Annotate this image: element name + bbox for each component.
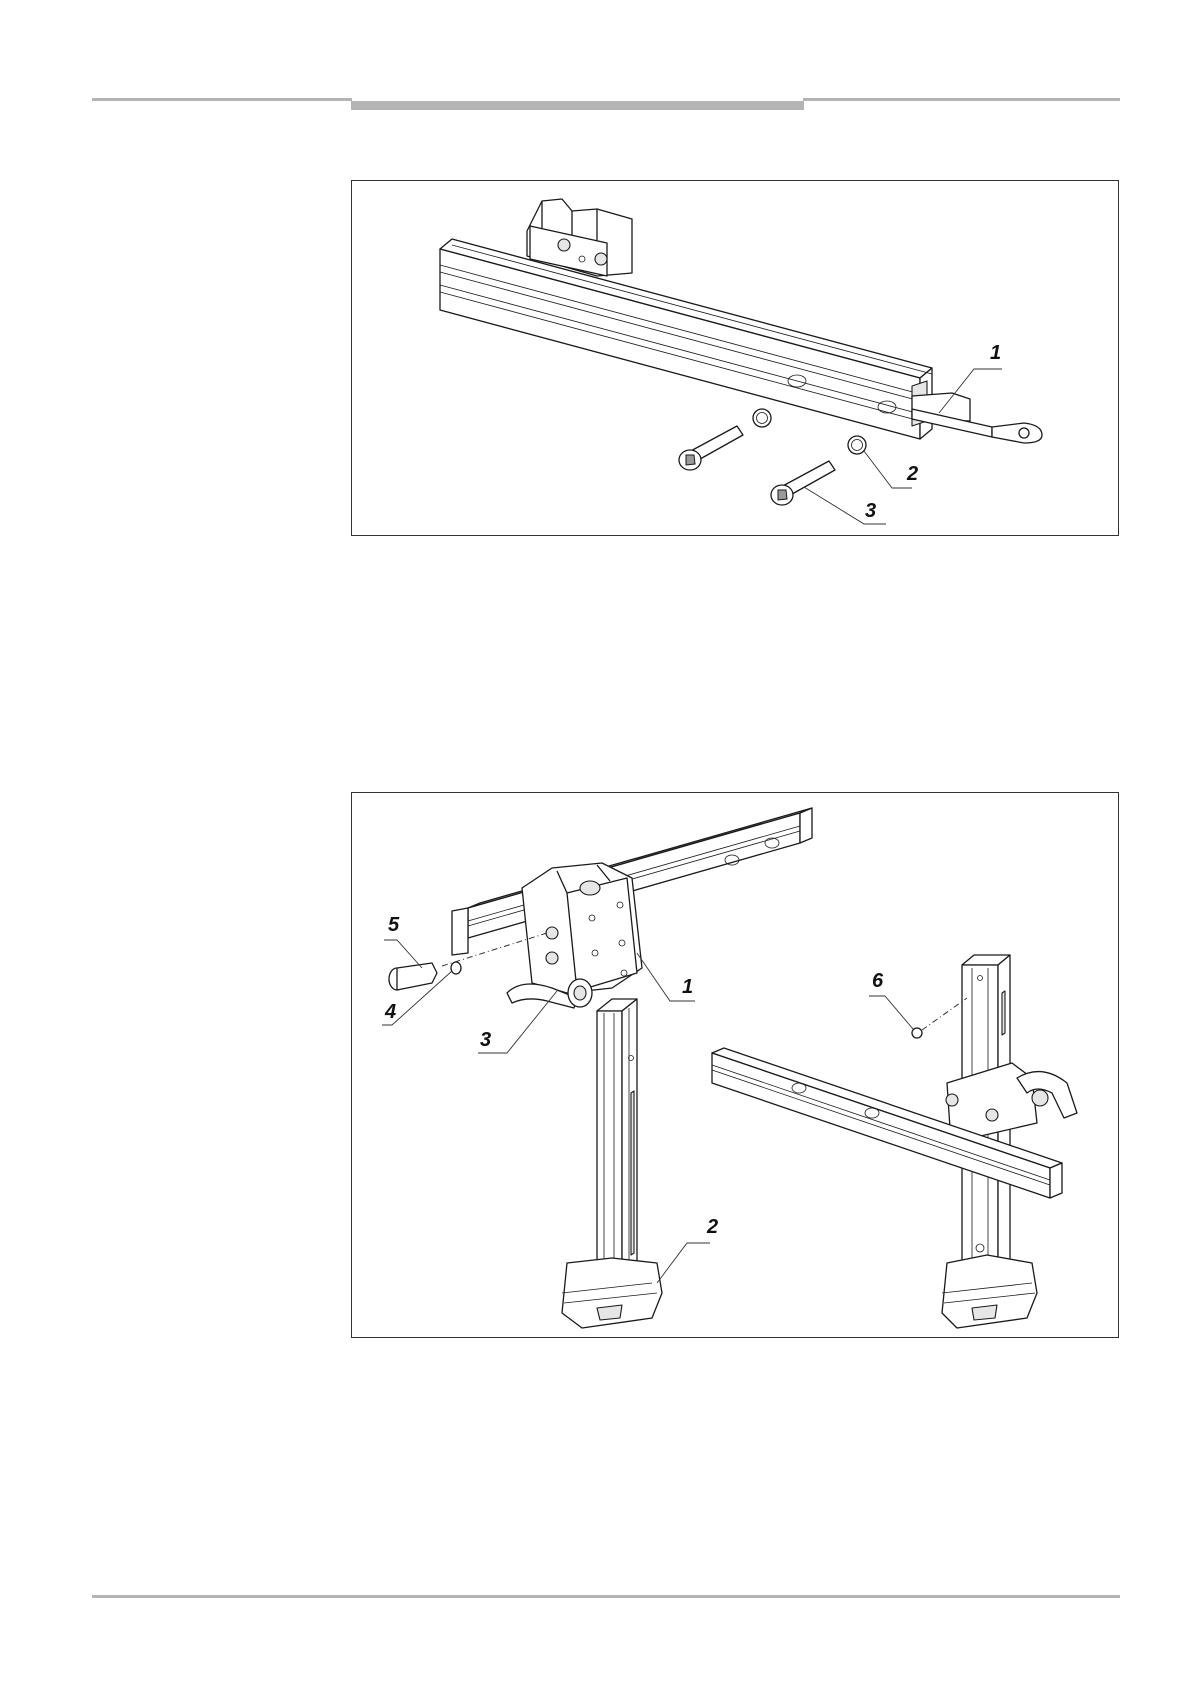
callout-3-label: 3 <box>480 1029 491 1051</box>
callout-6: 6 <box>869 970 913 1029</box>
footer-rule <box>92 1595 1120 1598</box>
right-base <box>942 1255 1037 1328</box>
header-rule-left <box>92 98 352 101</box>
callout-2: 2 <box>864 451 918 488</box>
callout-5: 5 <box>384 914 422 968</box>
profile-rail <box>440 239 932 439</box>
left-bracket <box>522 863 642 993</box>
screws <box>679 426 835 505</box>
figure-2-frame: 1 2 3 4 5 6 <box>351 792 1119 1338</box>
small-screw <box>912 998 967 1038</box>
callout-2-label: 2 <box>906 463 918 485</box>
figure-1-frame: 1 2 3 <box>351 180 1119 536</box>
figure-2-drawing: 1 2 3 4 5 6 <box>352 793 1120 1339</box>
header-rule-right <box>803 98 1120 101</box>
callout-3-label: 3 <box>865 500 876 522</box>
left-column <box>597 999 637 1298</box>
flat-bar <box>912 393 1042 443</box>
callout-1-label: 1 <box>990 342 1001 364</box>
callout-1: 1 <box>637 953 695 1001</box>
figure-1-drawing: 1 2 3 <box>352 181 1120 537</box>
callout-4-label: 4 <box>384 1001 396 1023</box>
header-rule-center <box>351 101 804 110</box>
callout-1-label: 1 <box>682 976 693 998</box>
callout-3: 3 <box>804 487 886 524</box>
left-base <box>562 1258 662 1328</box>
callout-2: 2 <box>657 1216 718 1283</box>
callout-2-label: 2 <box>706 1216 718 1238</box>
callout-6-label: 6 <box>872 970 884 992</box>
callout-5-label: 5 <box>388 914 400 936</box>
